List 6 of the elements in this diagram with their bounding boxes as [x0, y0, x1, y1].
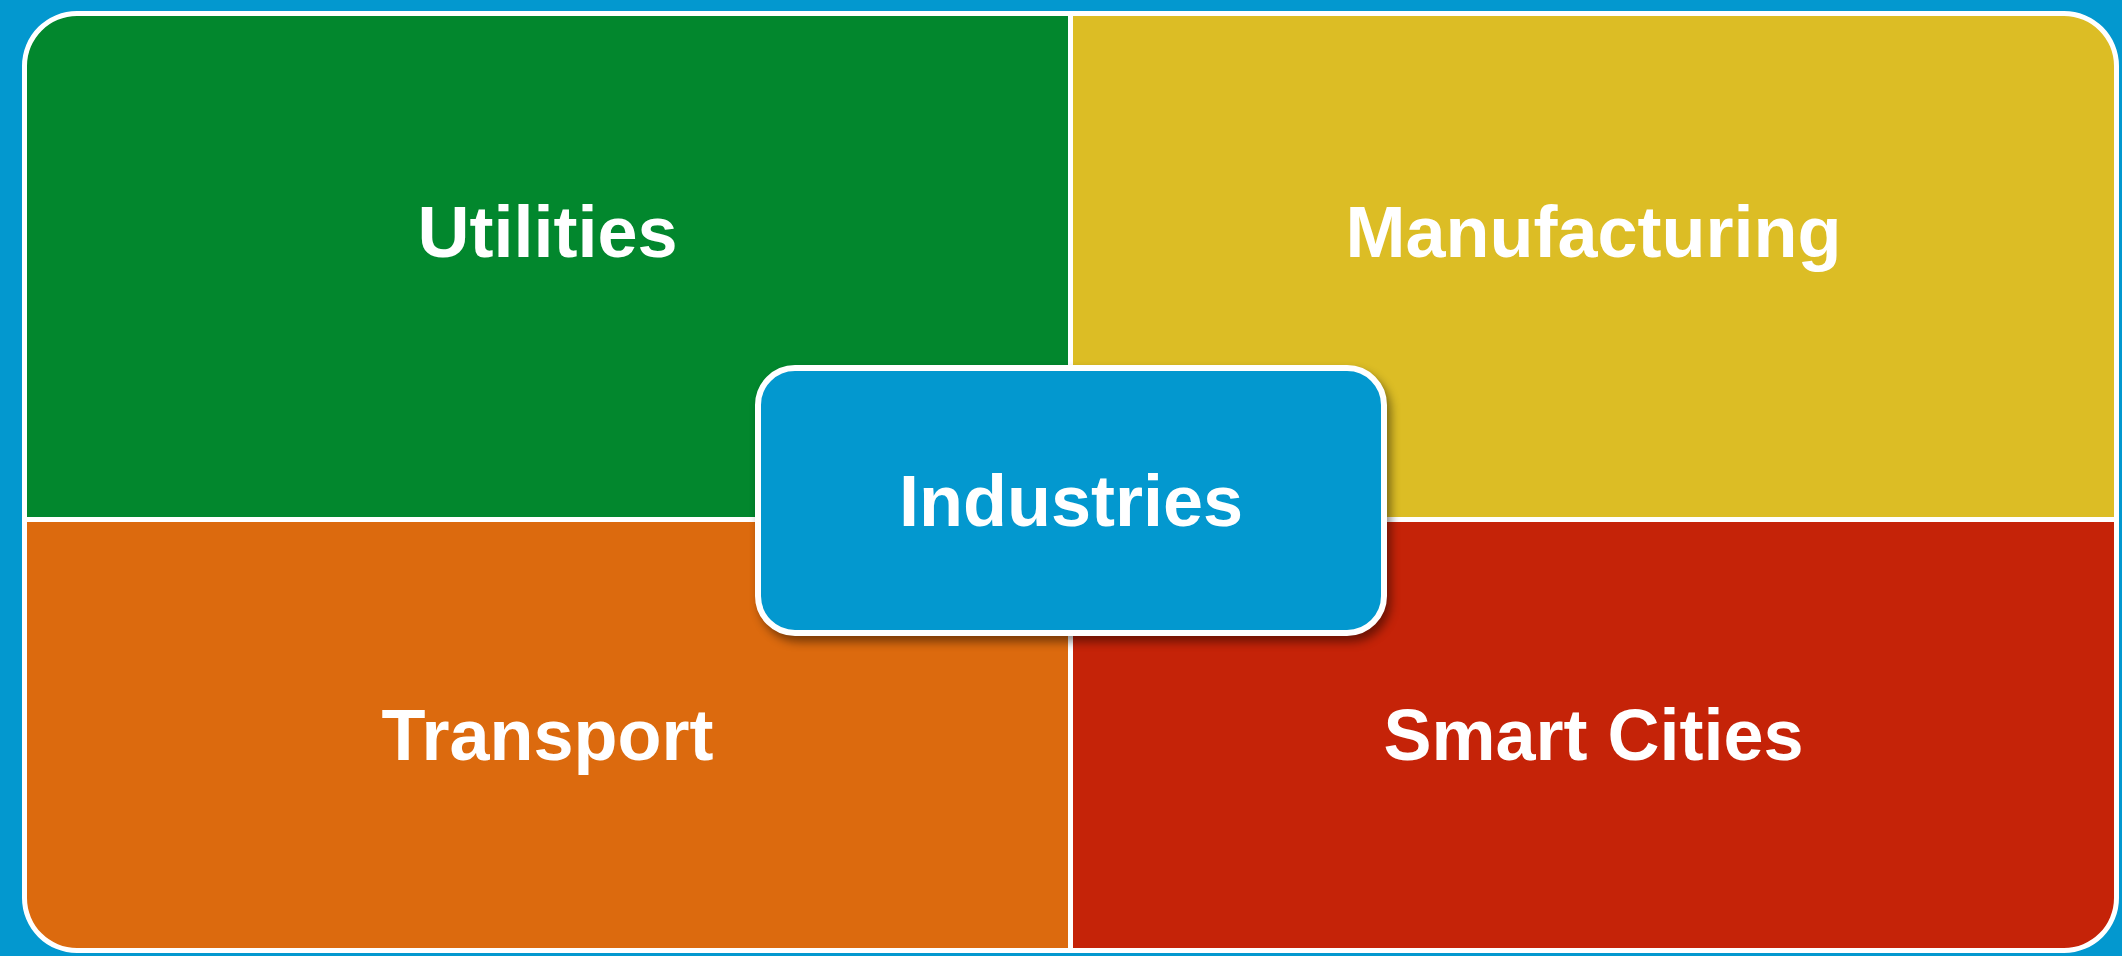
node-label: Transport: [381, 694, 714, 776]
node-label: Smart Cities: [1383, 694, 1804, 776]
node-label: Manufacturing: [1345, 191, 1842, 273]
center-box: [755, 365, 1387, 636]
node-label: Utilities: [417, 191, 678, 273]
node-label: Industries: [898, 459, 1244, 542]
